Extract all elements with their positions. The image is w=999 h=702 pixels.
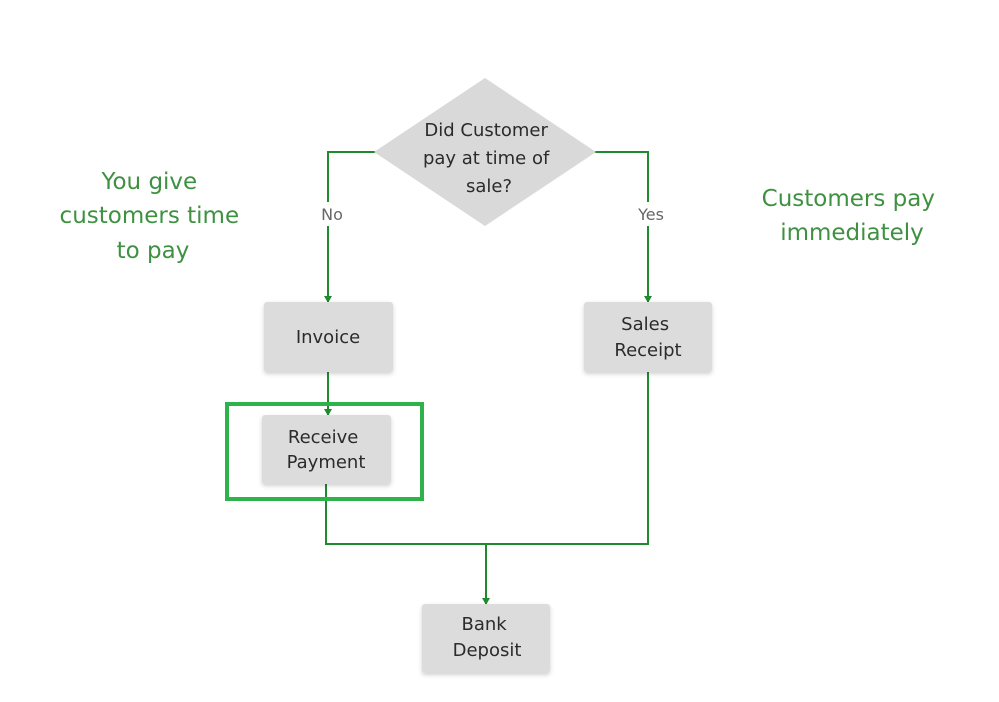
edge-label-no-group: No <box>314 202 352 226</box>
sales-receipt-node: Sales Receipt <box>584 302 712 372</box>
bank-deposit-line-2: Deposit <box>453 640 522 661</box>
sales-receipt-text: Sales Receipt <box>614 314 681 361</box>
decision-line-3: sale? <box>466 176 512 197</box>
edge-label-yes-group: Yes <box>630 202 670 226</box>
left-note-line-2: customers time <box>60 203 240 229</box>
receive-payment-highlight <box>225 402 424 501</box>
edge-sales-receipt-to-merge <box>486 372 649 545</box>
decision-line-1: Did Customer <box>424 120 548 141</box>
receive-payment-line-1: Receive <box>288 427 358 448</box>
connectors <box>324 151 652 605</box>
decision-line-2: pay at time of <box>423 148 550 169</box>
right-note: Customers pay immediately <box>762 186 943 246</box>
bank-deposit-line-1: Bank <box>462 614 508 635</box>
decision-text: Did Customer pay at time of sale? <box>423 120 555 197</box>
sales-receipt-line-2: Receipt <box>614 340 681 361</box>
right-note-line-1: Customers pay <box>762 186 935 212</box>
edge-label-yes: Yes <box>637 205 664 224</box>
receive-payment-line-2: Payment <box>287 452 366 473</box>
invoice-node: Invoice <box>264 302 393 372</box>
invoice-line-1: Invoice <box>296 327 360 348</box>
receive-payment-text: Receive Payment <box>287 427 366 473</box>
sales-receipt-line-1: Sales <box>621 314 669 335</box>
left-note: You give customers time to pay <box>60 169 247 264</box>
left-note-line-1: You give <box>100 169 197 195</box>
edge-receive-payment-to-merge <box>325 484 486 545</box>
edge-decision-to-sales-receipt <box>594 151 652 303</box>
edge-decision-to-invoice <box>324 151 376 303</box>
bank-deposit-node: Bank Deposit <box>422 604 550 673</box>
decision-node: Did Customer pay at time of sale? <box>374 78 596 226</box>
bank-deposit-text: Bank Deposit <box>453 614 522 661</box>
left-note-line-3: to pay <box>117 238 190 264</box>
right-note-line-2: immediately <box>780 220 924 246</box>
edge-label-no: No <box>321 205 343 224</box>
receive-payment-node: Receive Payment <box>262 415 391 484</box>
invoice-text: Invoice <box>296 327 360 348</box>
